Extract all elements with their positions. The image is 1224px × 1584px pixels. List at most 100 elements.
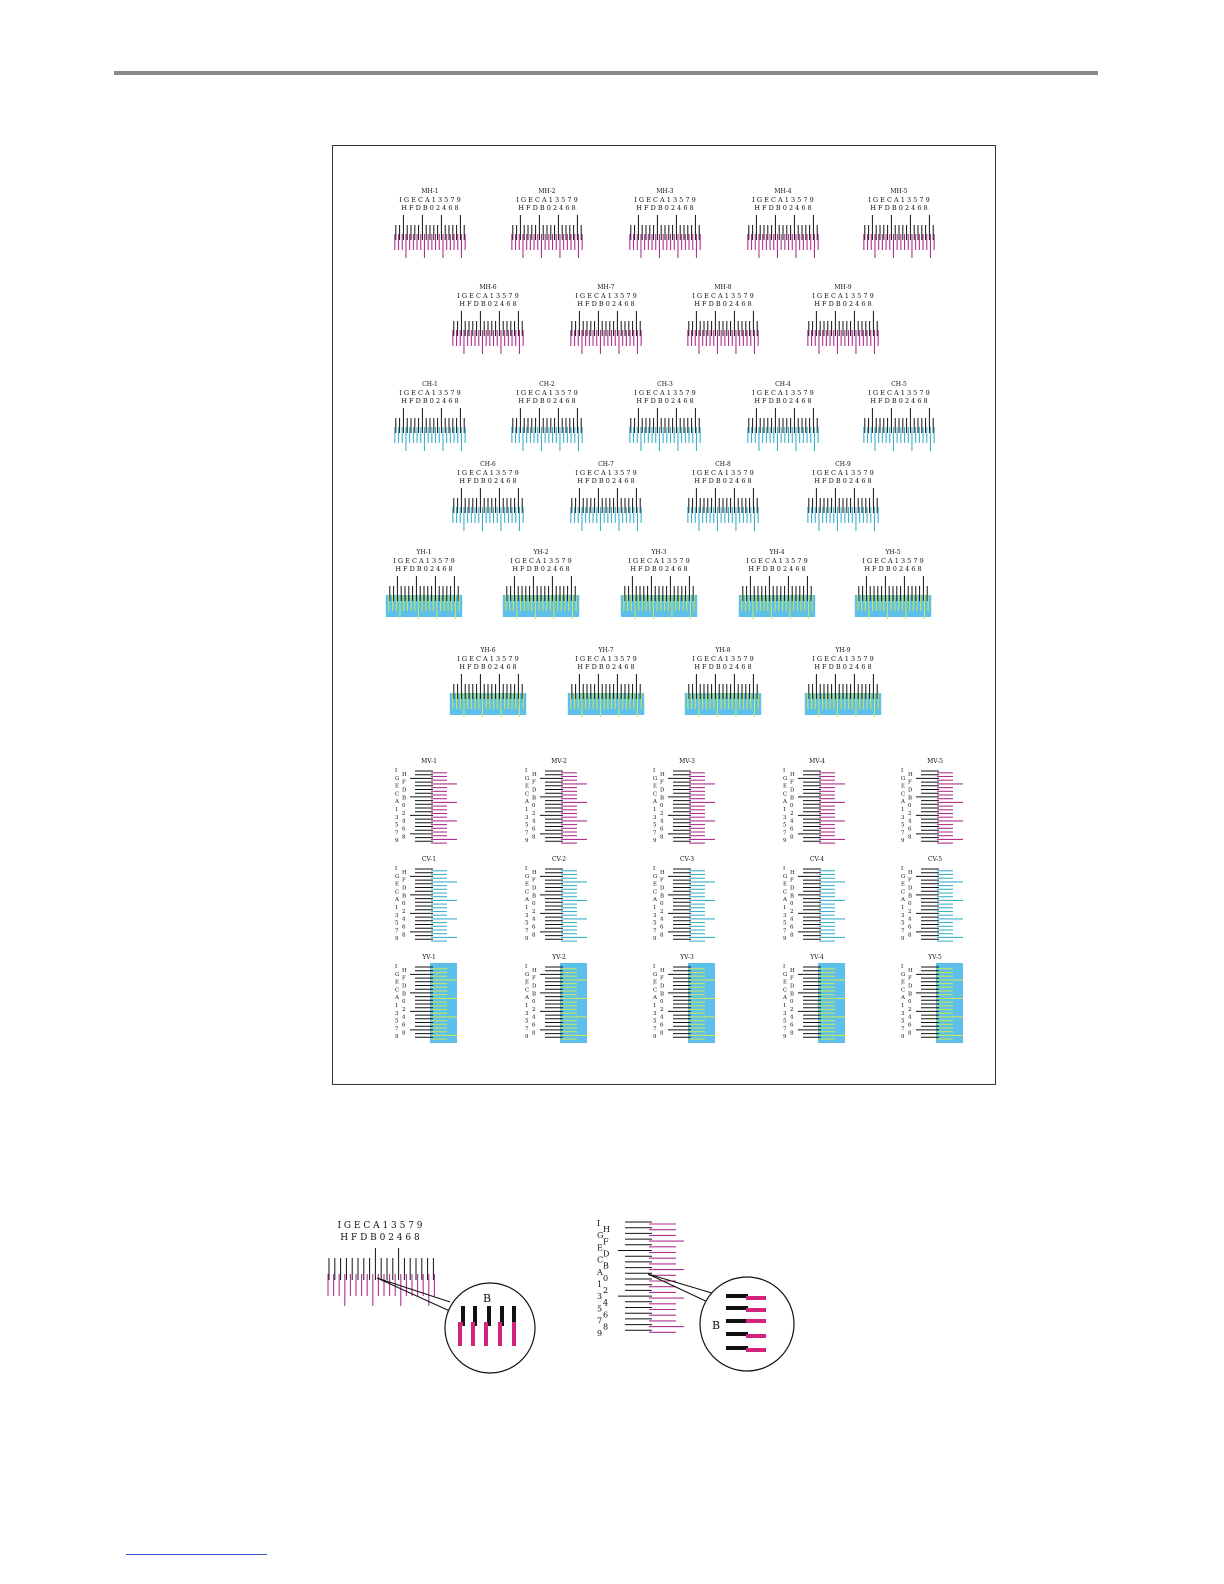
scale-char: 1 <box>901 1003 905 1009</box>
scale-char: D <box>660 788 665 794</box>
scale-char: 7 <box>597 1317 602 1326</box>
scale-char: E <box>901 980 905 986</box>
scale-row-1: I G E C A 1 3 5 7 9 <box>692 469 753 477</box>
scale-char: 5 <box>901 921 905 927</box>
magnified-magenta-line <box>458 1322 462 1346</box>
scale-char: H <box>660 968 665 974</box>
scale-row-1: I G E C A 1 3 5 7 9 <box>692 292 753 300</box>
scale-char: 1 <box>783 1003 787 1009</box>
scale-row-2: H F D B 0 2 4 6 8 <box>459 663 516 671</box>
scale-char: 6 <box>532 925 536 931</box>
scale-char: 8 <box>908 1030 912 1036</box>
scale-char: 9 <box>395 838 399 844</box>
scale-char: D <box>908 984 913 990</box>
scale-char: 4 <box>402 917 406 923</box>
chart-label: CH-8 <box>715 461 731 468</box>
scale-row-2: H F D B 0 2 4 6 8 <box>864 565 921 573</box>
scale-char: 3 <box>653 1011 657 1017</box>
scale-char: H <box>790 870 795 876</box>
chart-label: CV-3 <box>680 856 694 863</box>
chart-label: MH-5 <box>890 188 907 195</box>
scale-char: 7 <box>901 1026 905 1032</box>
chart-label: CV-4 <box>810 856 824 863</box>
scale-row-1: I G E C A 1 3 5 7 9 <box>337 1221 422 1231</box>
scale-char: B <box>402 991 406 997</box>
scale-char: 1 <box>653 807 657 813</box>
footer-link-underline[interactable] <box>126 1554 267 1555</box>
scale-char: A <box>900 897 906 903</box>
scale-char: 6 <box>790 925 794 931</box>
chart-label: YH-9 <box>834 647 850 654</box>
scale-char: F <box>660 976 664 982</box>
scale-char: F <box>532 780 536 786</box>
chart-label: MV-3 <box>679 758 695 765</box>
scale-char: B <box>908 991 912 997</box>
scale-char: 9 <box>525 838 529 844</box>
horizontal-chart: YH-5I G E C A 1 3 5 7 9H F D B 0 2 4 6 8 <box>854 549 932 619</box>
scale-char: 8 <box>532 1030 536 1036</box>
scale-char: 0 <box>908 803 912 809</box>
scale-char: 9 <box>901 1034 905 1040</box>
scale-char: D <box>790 984 795 990</box>
scale-char: 1 <box>395 1003 399 1009</box>
scale-row-2: H F D B 0 2 4 6 8 <box>401 204 458 212</box>
scale-char: F <box>532 878 536 884</box>
callout-letter: B <box>483 1292 491 1305</box>
scale-char: I <box>525 964 527 970</box>
chart-label: MV-5 <box>927 758 943 765</box>
chart-background <box>430 963 457 1043</box>
scale-row-1: I G E C A 1 3 5 7 9 <box>812 292 873 300</box>
scale-char: 6 <box>790 827 794 833</box>
scale-char: 1 <box>395 807 399 813</box>
scale-char: 7 <box>395 1026 399 1032</box>
scale-char: D <box>660 886 665 892</box>
scale-char: E <box>901 882 905 888</box>
scale-char: 0 <box>402 999 406 1005</box>
scale-char: 9 <box>653 838 657 844</box>
scale-char: H <box>790 968 795 974</box>
scale-char: H <box>908 772 913 778</box>
horizontal-chart: YH-7I G E C A 1 3 5 7 9H F D B 0 2 4 6 8 <box>567 647 645 717</box>
chart-label: YH-6 <box>479 647 495 654</box>
scale-char: D <box>402 886 407 892</box>
horizontal-chart: MH-1I G E C A 1 3 5 7 9H F D B 0 2 4 6 8 <box>394 188 466 258</box>
chart-label: MH-3 <box>656 188 673 195</box>
scale-char: 5 <box>525 921 529 927</box>
scale-char: 6 <box>660 925 664 931</box>
chart-label: MV-1 <box>421 758 437 765</box>
chart-label: MH-6 <box>479 284 496 291</box>
scale-row-2: H F D B 0 2 4 6 8 <box>630 565 687 573</box>
magnified-black-line <box>726 1294 748 1298</box>
callout-pointer <box>376 1277 451 1303</box>
scale-row-1: I G E C A 1 3 5 7 9 <box>575 292 636 300</box>
scale-char: F <box>532 976 536 982</box>
scale-row-1: I G E C A 1 3 5 7 9 <box>634 196 695 204</box>
scale-char: 2 <box>908 811 912 817</box>
horizontal-chart: CH-1I G E C A 1 3 5 7 9H F D B 0 2 4 6 8 <box>394 381 466 451</box>
scale-row-1: I G E C A 1 3 5 7 9 <box>457 655 518 663</box>
scale-char: H <box>402 772 407 778</box>
chart-label: CV-1 <box>422 856 436 863</box>
scale-char: G <box>653 972 657 978</box>
horizontal-chart: MH-4I G E C A 1 3 5 7 9H F D B 0 2 4 6 8 <box>747 188 819 258</box>
scale-char: 3 <box>901 815 905 821</box>
scale-char: 3 <box>901 1011 905 1017</box>
scale-char: H <box>532 870 537 876</box>
scale-char: B <box>402 893 406 899</box>
scale-row-2: H F D B 0 2 4 6 8 <box>577 663 634 671</box>
scale-char: 2 <box>908 909 912 915</box>
scale-char: C <box>653 889 657 895</box>
magnified-black-line <box>473 1306 477 1326</box>
scale-char: G <box>653 874 657 880</box>
magnified-black-line <box>726 1319 748 1323</box>
chart-label: MH-1 <box>421 188 438 195</box>
scale-char: 0 <box>402 901 406 907</box>
magnified-magenta-line <box>746 1319 766 1323</box>
horizontal-chart: MH-2I G E C A 1 3 5 7 9H F D B 0 2 4 6 8 <box>511 188 583 258</box>
scale-char: 1 <box>597 1280 602 1289</box>
scale-char: 5 <box>395 1019 399 1025</box>
scale-row-2: H F D B 0 2 4 6 8 <box>636 397 693 405</box>
